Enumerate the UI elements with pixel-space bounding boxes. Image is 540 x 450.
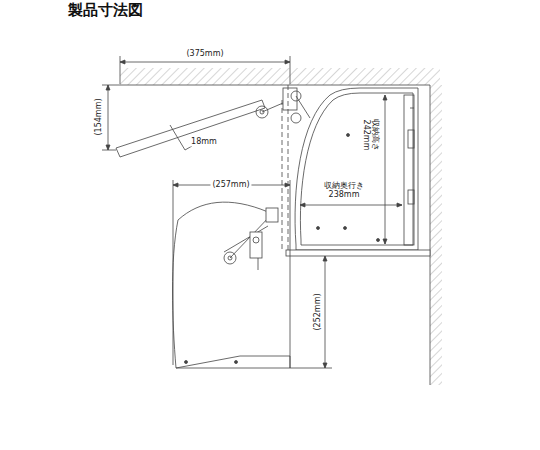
dimension-label: (154mm) [94,96,103,137]
dimension-label: (257mm) [210,180,251,189]
thickness-label: 18mm [189,137,219,146]
page-title: 製品寸法図 [68,2,143,19]
dimension-label: (252mm) [313,291,322,332]
storage-height-label: 収納高さ 242mm [362,113,380,157]
dimension-label: (375mm) [184,49,225,58]
storage-depth-label: 収納奥行き 238mm [316,181,372,199]
